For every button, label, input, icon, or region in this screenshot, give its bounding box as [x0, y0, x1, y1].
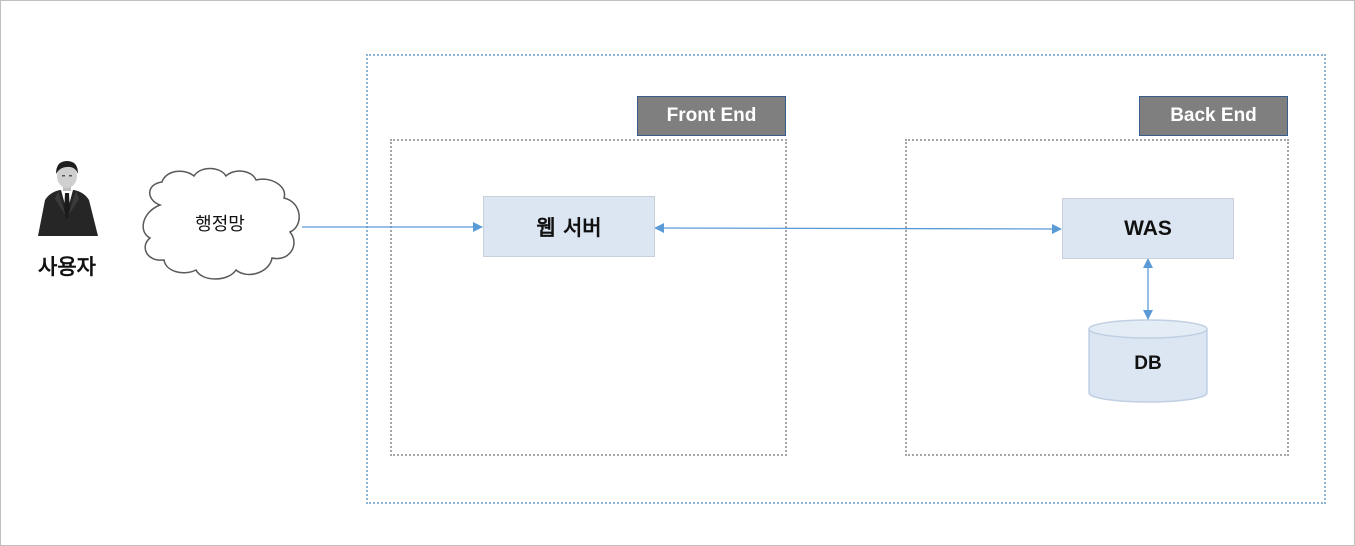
front-end-zone — [390, 139, 787, 456]
system-boundary — [366, 54, 1326, 504]
back-end-tag: Back End — [1139, 96, 1288, 136]
web-server-node: 웹 서버 — [483, 196, 655, 257]
front-end-tag: Front End — [637, 96, 786, 136]
user-icon — [38, 161, 98, 236]
network-cloud-shape — [142, 167, 300, 280]
database-cylinder — [1088, 319, 1208, 403]
network-label: 행정망 — [195, 214, 245, 235]
user-label: 사용자 — [38, 255, 96, 279]
db-label: DB — [1134, 353, 1162, 374]
back-end-zone — [905, 139, 1289, 456]
was-node: WAS — [1062, 198, 1234, 259]
connector-web-was — [654, 223, 1062, 234]
